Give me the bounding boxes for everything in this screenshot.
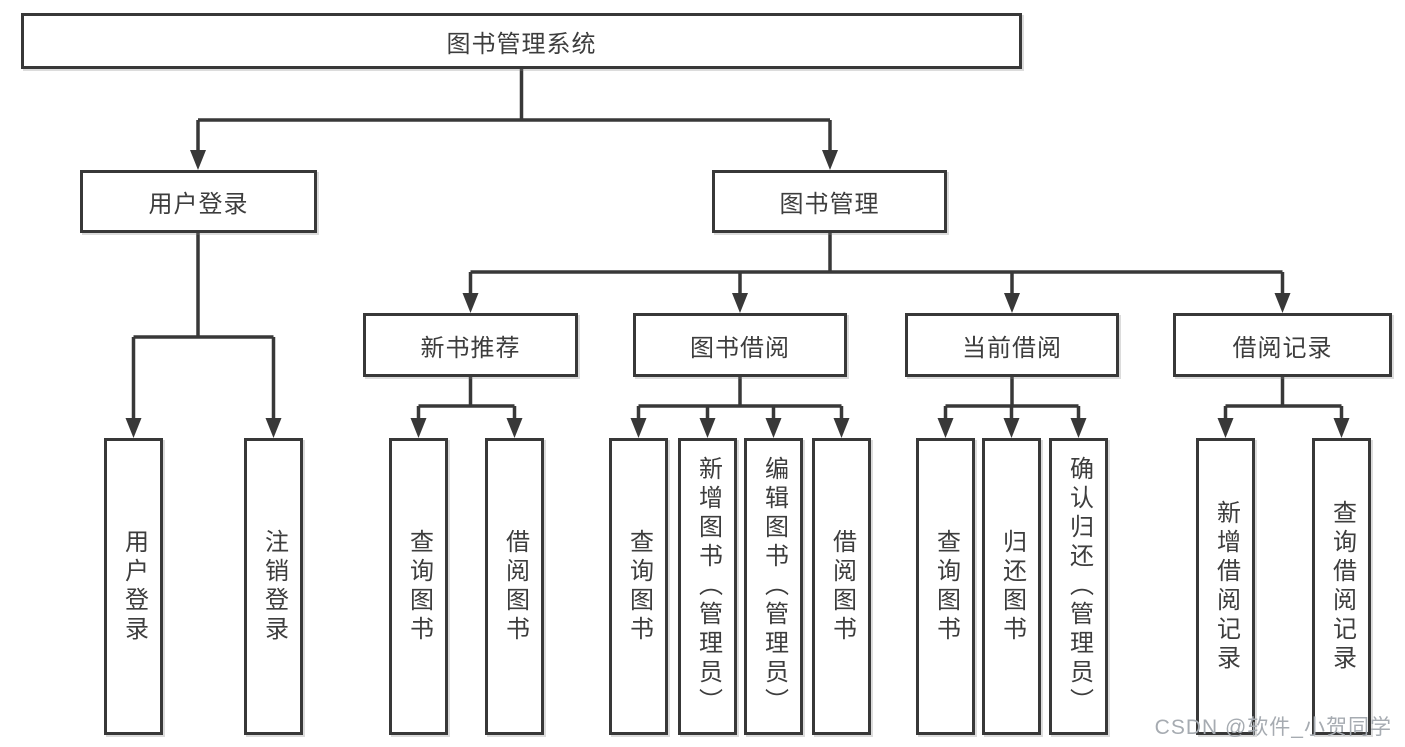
node-borrow-records: 借阅记录 [1173, 313, 1392, 377]
node-user-login: 用户登录 [80, 170, 317, 233]
leaf-bb-borrow-books: 借阅图书 [812, 438, 871, 735]
leaf-br-query-record: 查询借阅记录 [1312, 438, 1371, 735]
node-new-book-recommend: 新书推荐 [363, 313, 578, 377]
node-book-management: 图书管理 [712, 170, 947, 233]
node-root: 图书管理系统 [21, 13, 1022, 69]
leaf-user-login: 用户登录 [104, 438, 163, 735]
leaf-cb-confirm-return-admin: 确认归还（管理员） [1049, 438, 1108, 735]
leaf-nbr-query-books: 查询图书 [389, 438, 448, 735]
leaf-logout: 注销登录 [244, 438, 303, 735]
leaf-br-add-record: 新增借阅记录 [1196, 438, 1255, 735]
leaf-cb-return-books: 归还图书 [982, 438, 1041, 735]
leaf-cb-query-books: 查询图书 [916, 438, 975, 735]
node-book-borrow: 图书借阅 [633, 313, 847, 377]
watermark: CSDN @软件_小贺同学 [1154, 716, 1392, 739]
leaf-nbr-borrow-books: 借阅图书 [485, 438, 544, 735]
leaf-bb-edit-book-admin: 编辑图书（管理员） [744, 438, 803, 735]
leaf-bb-add-book-admin: 新增图书（管理员） [678, 438, 737, 735]
node-current-borrow: 当前借阅 [905, 313, 1119, 377]
leaf-bb-query-books: 查询图书 [609, 438, 668, 735]
